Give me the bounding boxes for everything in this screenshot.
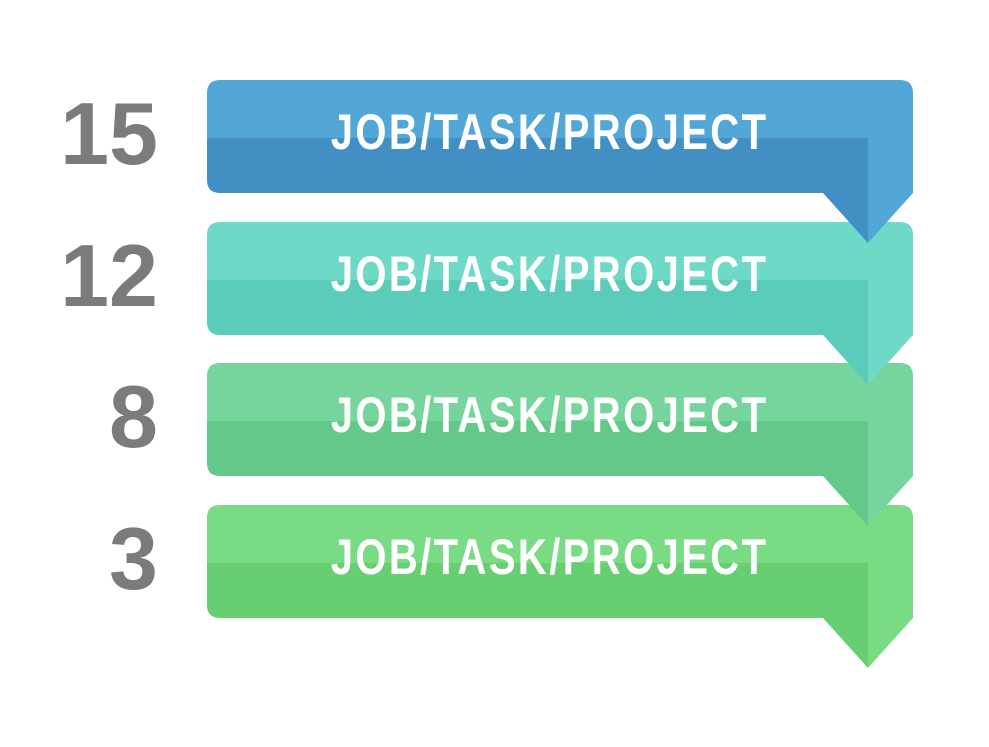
ribbon-light-shape — [207, 363, 913, 526]
banner-label-area: JOB/TASK/PROJECT — [207, 80, 913, 193]
ribbon-dark-arrow-shape — [207, 563, 868, 668]
banner-value: 12 — [60, 225, 158, 325]
ribbon-dark-arrow-shape — [207, 421, 868, 526]
banner-ribbon: JOB/TASK/PROJECT — [207, 222, 913, 385]
ribbon-light-shape — [207, 505, 913, 668]
banner-value: 8 — [109, 366, 158, 466]
banner-label: JOB/TASK/PROJECT — [331, 245, 769, 302]
ribbon-dark-arrow-shape — [207, 280, 868, 385]
banner-ribbon: JOB/TASK/PROJECT — [207, 505, 913, 668]
ribbon-arrow-graphic — [207, 222, 913, 385]
banner-value: 15 — [60, 83, 158, 183]
ribbon-dark-arrow-shape — [207, 138, 868, 243]
ribbon-light-shape — [207, 80, 913, 243]
banner-label: JOB/TASK/PROJECT — [331, 386, 769, 443]
banner-ribbon: JOB/TASK/PROJECT — [207, 80, 913, 243]
ribbon-light-shape — [207, 222, 913, 385]
ribbon-arrow-graphic — [207, 80, 913, 243]
banner-label: JOB/TASK/PROJECT — [331, 528, 769, 585]
banner-ribbon: JOB/TASK/PROJECT — [207, 363, 913, 526]
ribbon-arrow-graphic — [207, 505, 913, 668]
banner-label: JOB/TASK/PROJECT — [331, 103, 769, 160]
banner-label-area: JOB/TASK/PROJECT — [207, 363, 913, 476]
banner-label-area: JOB/TASK/PROJECT — [207, 505, 913, 618]
ribbon-arrow-graphic — [207, 363, 913, 526]
banner-label-area: JOB/TASK/PROJECT — [207, 222, 913, 335]
banner-value: 3 — [109, 508, 158, 608]
